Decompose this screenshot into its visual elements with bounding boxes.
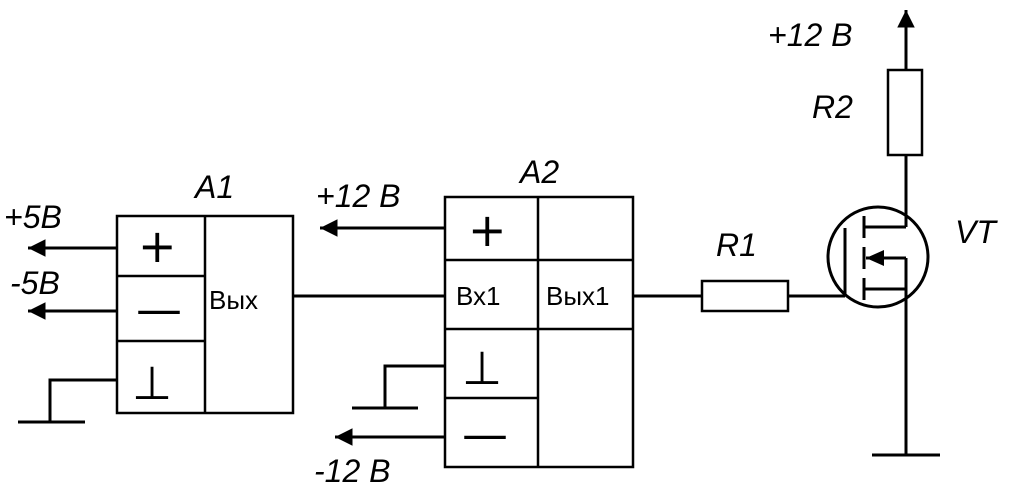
a1-output-label: Вых bbox=[209, 285, 258, 315]
vt-label: VT bbox=[955, 214, 998, 250]
vt-body-arrow-icon bbox=[866, 250, 884, 266]
a1-minus-rail-label: -5В bbox=[10, 265, 60, 301]
a2-minus-rail-label: -12 В bbox=[314, 453, 390, 489]
a1-ground-wire bbox=[48, 378, 117, 422]
a1-title: A1 bbox=[193, 169, 234, 205]
a2-block: A2 + Вх1 Вых1 ⊥ — bbox=[443, 154, 635, 469]
vt-envelope bbox=[826, 205, 930, 309]
a1-minus-symbol: — bbox=[136, 282, 182, 336]
vt-transistor: VT bbox=[826, 205, 998, 309]
r2-label: R2 bbox=[812, 89, 853, 125]
a1-plus-symbol: + bbox=[138, 219, 177, 273]
a1-ground-symbol: ⊥ bbox=[132, 356, 172, 410]
r1-label: R1 bbox=[716, 227, 757, 263]
a2-input-label: Вх1 bbox=[456, 281, 501, 311]
a2-ground-symbol: ⊥ bbox=[462, 341, 502, 395]
a2-output-label: Вых1 bbox=[546, 281, 610, 311]
a2-ground-wire bbox=[383, 364, 445, 408]
a1-plus-rail-label: +5В bbox=[4, 199, 62, 235]
a2-minus-symbol: — bbox=[462, 407, 508, 461]
r2-resistor bbox=[886, 68, 924, 157]
a2-plus-rail-label: +12 В bbox=[316, 178, 401, 214]
a2-plus-symbol: + bbox=[468, 203, 507, 257]
a2-title: A2 bbox=[518, 154, 559, 190]
supply-label: +12 В bbox=[768, 17, 853, 53]
r1-resistor bbox=[700, 279, 790, 313]
a1-block: A1 + — ⊥ Вых bbox=[115, 169, 295, 415]
